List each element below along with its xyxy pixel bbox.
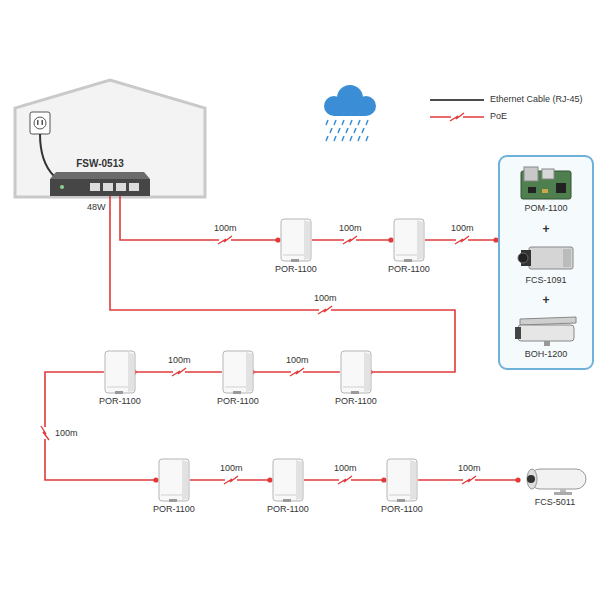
repeater-icon	[340, 350, 372, 394]
legend-text: Ethernet Cable (RJ-45)	[490, 94, 583, 105]
switch-name: FSW-0513	[76, 158, 124, 170]
distance-label: 100m	[219, 463, 244, 474]
connector-end-dot	[388, 237, 393, 242]
device-name: POR-1100	[275, 264, 317, 275]
poe-connector	[120, 196, 280, 240]
distance-label: 100m	[313, 293, 338, 304]
bolt-mark	[172, 368, 186, 376]
connector-end-dot	[267, 477, 272, 482]
bolt-mark	[343, 236, 357, 244]
device-node: POR-1100	[381, 458, 423, 515]
bolt-mark	[224, 476, 238, 484]
repeater-icon	[104, 350, 136, 394]
device-node: POR-1100	[267, 458, 309, 515]
device-name: POR-1100	[381, 504, 423, 515]
connector-end-dot	[275, 237, 280, 242]
device-node: POR-1100	[275, 218, 317, 275]
repeater-icon	[158, 458, 190, 502]
legend-text: PoE	[490, 111, 507, 122]
power-label: 48W	[86, 202, 107, 213]
power-cord	[40, 134, 54, 176]
box-camera-icon	[517, 243, 575, 273]
device-group: POM-1100 + FCS-1091 + BOH-1200	[498, 155, 594, 370]
house-outline	[15, 80, 205, 197]
distance-label: 100m	[338, 223, 363, 234]
poe-module-icon	[520, 165, 572, 201]
device-node: FCS-5011	[520, 465, 590, 508]
repeater-icon	[393, 218, 425, 262]
repeater-icon	[272, 458, 304, 502]
legend-ethernet-sample	[430, 99, 484, 101]
bolt-mark	[218, 236, 232, 244]
poe-connector	[110, 196, 455, 372]
device-name: POR-1100	[267, 504, 309, 515]
bullet-camera-icon	[520, 465, 590, 495]
device-node: POM-1100	[520, 165, 572, 214]
device-node: FCS-1091	[517, 243, 575, 286]
device-name: BOH-1200	[525, 349, 568, 360]
bolt-mark	[462, 476, 476, 484]
distance-label: 100m	[333, 463, 358, 474]
device-node: FSW-0513	[50, 158, 150, 196]
distance-label: 100m	[213, 223, 238, 234]
bolt-mark	[338, 476, 352, 484]
camera-housing-icon	[514, 315, 578, 347]
poe-bolt	[343, 236, 357, 244]
device-name: FCS-1091	[525, 275, 566, 286]
poe-bolt	[224, 476, 238, 484]
poe-connector	[45, 372, 158, 480]
device-name: FCS-5011	[535, 497, 575, 508]
repeater-icon	[222, 350, 254, 394]
device-name: POR-1100	[388, 264, 430, 275]
distance-label: 100m	[450, 223, 475, 234]
legend-poe-sample	[430, 113, 484, 121]
distance-label: 100m	[167, 355, 192, 366]
bolt-mark	[41, 426, 49, 440]
plus-sign: +	[542, 223, 549, 235]
repeater-icon	[280, 218, 312, 262]
poe-bolt	[318, 306, 332, 314]
distance-label: 100m	[457, 463, 482, 474]
rain-cloud	[324, 85, 376, 141]
device-node: BOH-1200	[514, 315, 578, 360]
device-node: POR-1100	[99, 350, 141, 407]
distance-label: 100m	[285, 355, 310, 366]
device-name: POR-1100	[153, 504, 195, 515]
power-outlet	[30, 112, 50, 134]
device-node: POR-1100	[335, 350, 377, 407]
poe-bolt	[41, 426, 49, 440]
bolt-mark	[455, 236, 469, 244]
poe-bolt	[462, 476, 476, 484]
device-node: POR-1100	[388, 218, 430, 275]
connector-end-dot	[153, 477, 158, 482]
poe-bolt	[338, 476, 352, 484]
poe-bolt	[172, 368, 186, 376]
repeater-icon	[386, 458, 418, 502]
device-node: POR-1100	[153, 458, 195, 515]
device-name: POR-1100	[217, 396, 259, 407]
plus-sign: +	[542, 294, 549, 306]
device-name: POR-1100	[335, 396, 377, 407]
distance-label: 100m	[54, 428, 79, 439]
connector-end-dot	[381, 477, 386, 482]
device-name: POM-1100	[525, 203, 568, 214]
poe-bolt	[218, 236, 232, 244]
poe-bolt	[455, 236, 469, 244]
device-node: POR-1100	[217, 350, 259, 407]
bolt-mark	[318, 306, 332, 314]
device-name: POR-1100	[99, 396, 141, 407]
bolt-mark	[290, 368, 304, 376]
connector-end-dot	[515, 477, 520, 482]
poe-bolt	[290, 368, 304, 376]
switch-icon	[50, 170, 150, 196]
